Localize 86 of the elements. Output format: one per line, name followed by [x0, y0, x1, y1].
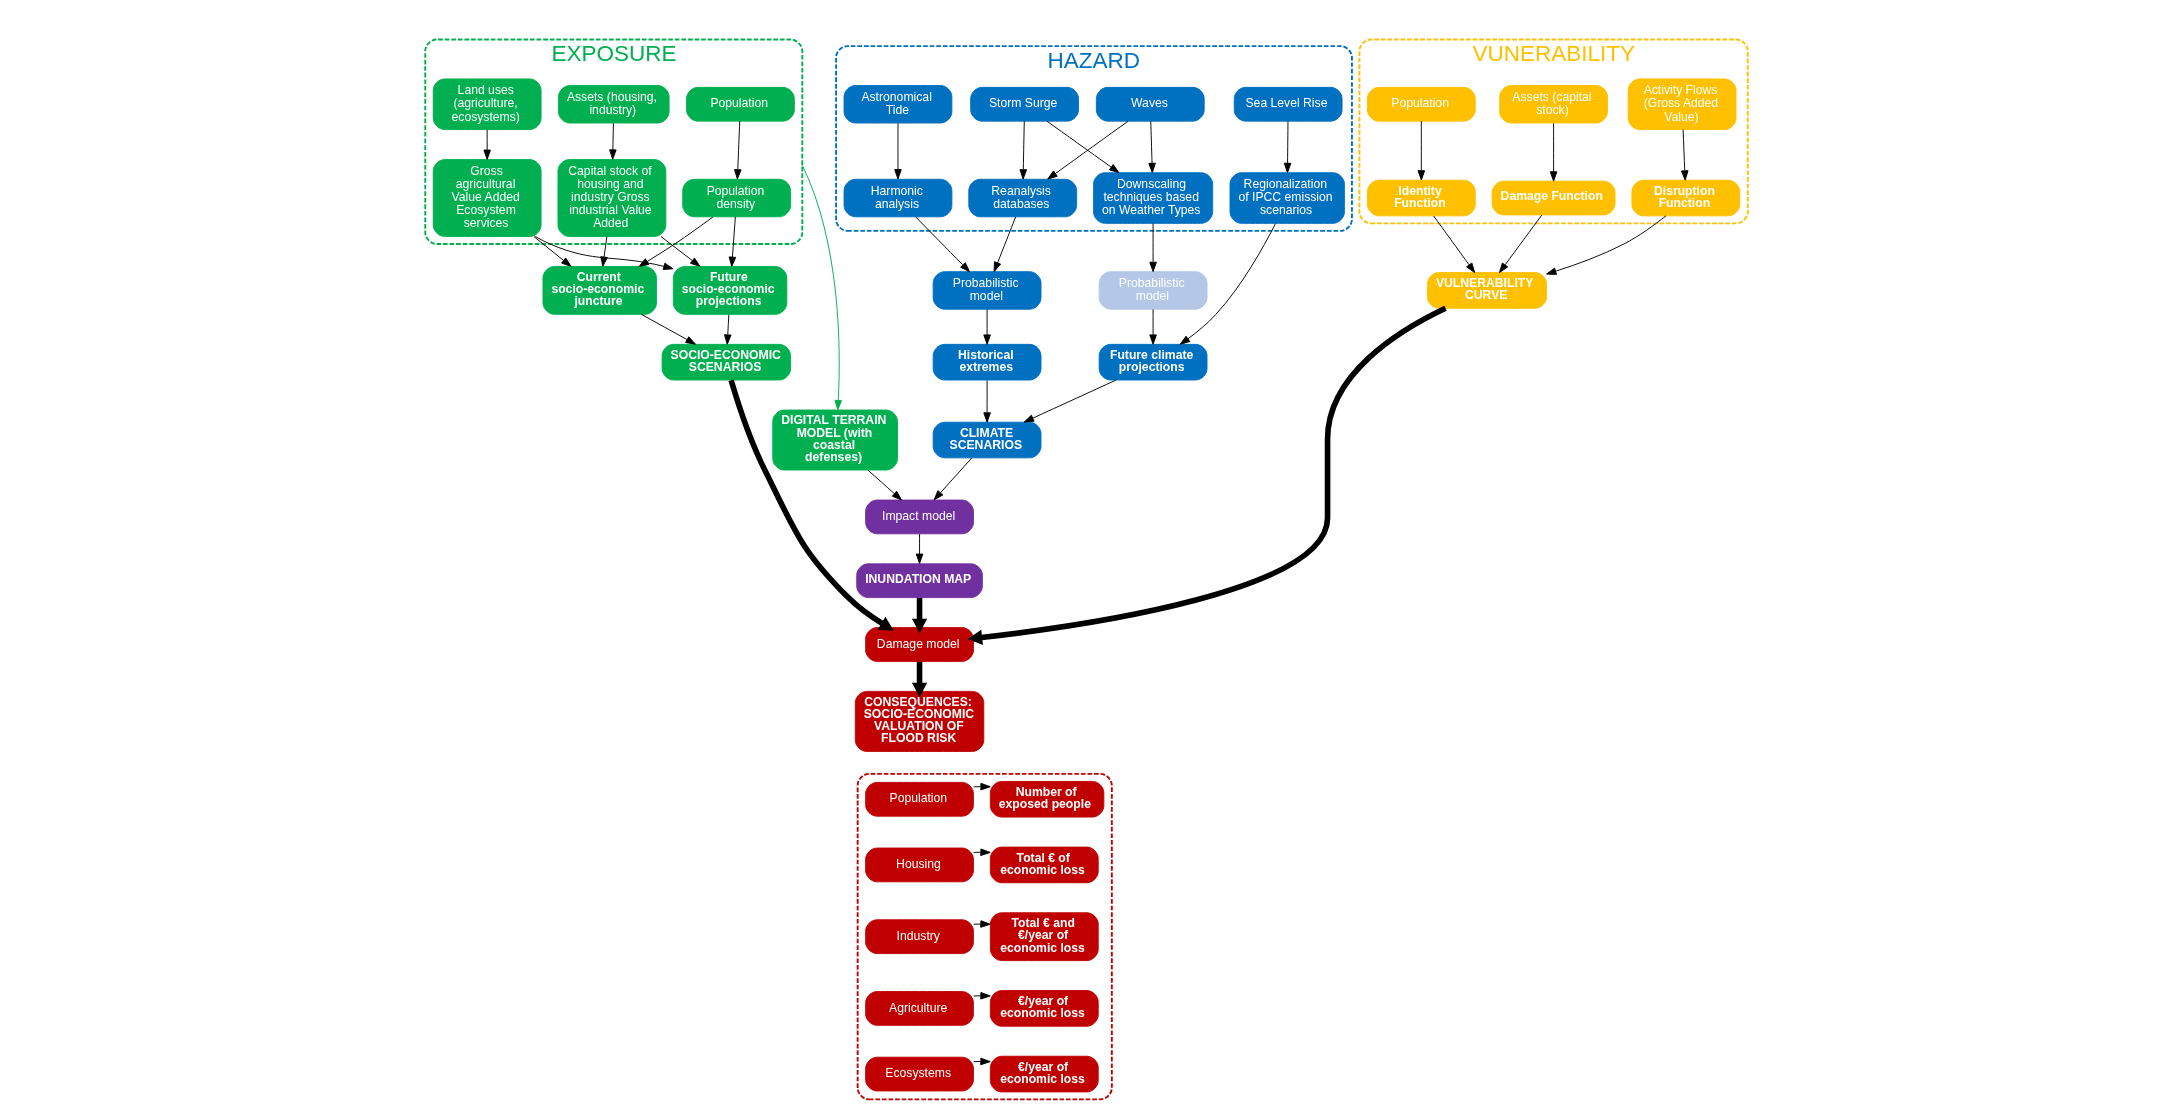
arrow	[982, 379, 991, 423]
arrow	[1417, 120, 1425, 181]
node-box: Activity Flows (Gross Added Value)	[1627, 78, 1736, 131]
node-box: VULNERABILITY CURVE	[1426, 272, 1547, 309]
arrow	[915, 533, 923, 564]
node-box: INUNDATION MAP	[855, 563, 983, 599]
arrow	[1019, 120, 1027, 180]
arrow	[914, 216, 970, 273]
arrow	[640, 313, 696, 345]
node-box: Probabilistic model	[1098, 271, 1207, 310]
node-box: Current socio-economic juncture	[542, 266, 657, 315]
node-box: Waves	[1095, 86, 1205, 122]
node-box: Assets (housing, industry)	[557, 85, 670, 124]
node-box: Sea Level Rise	[1233, 86, 1343, 122]
node-box: DIGITAL TERRAIN MODEL (with coastal defenses)	[771, 409, 898, 471]
arrow	[982, 308, 991, 345]
arrow	[1549, 122, 1557, 182]
arrow	[867, 469, 902, 501]
node-box: Total € of economic loss	[989, 846, 1099, 884]
arrow	[727, 379, 894, 631]
node-box: Assets (capital stock)	[1498, 85, 1608, 124]
node-box: Land uses (agriculture, ecosystems)	[432, 78, 542, 131]
node-box: Damage Function	[1491, 180, 1615, 216]
node-box: Storm Surge	[969, 86, 1079, 122]
node-box: Harmonic analysis	[843, 178, 952, 218]
arrow	[728, 216, 736, 267]
arrow	[1148, 308, 1157, 345]
arrow	[1680, 129, 1688, 181]
arrow	[893, 122, 902, 180]
arrow	[638, 216, 713, 267]
arrow	[1046, 120, 1129, 180]
node-box: Downscaling techniques based on Weather Types	[1092, 172, 1213, 224]
node-box: Population	[685, 86, 795, 122]
arrow	[933, 457, 972, 501]
node-box: Probabilistic model	[932, 271, 1041, 310]
arrow	[972, 992, 991, 1000]
arrow	[1046, 120, 1119, 174]
node-box: Identity Function	[1366, 179, 1476, 217]
node-box: €/year of economic loss	[989, 990, 1099, 1027]
node-box: Future climate projections	[1098, 343, 1207, 381]
cluster	[856, 773, 1113, 1101]
node-box: Population	[864, 781, 974, 817]
node-box: Impact model	[864, 499, 974, 535]
arrow	[1545, 215, 1666, 275]
arrow	[1179, 223, 1276, 345]
node-box: Housing	[864, 847, 974, 883]
node-box: Number of exposed people	[989, 780, 1104, 818]
node-box: Ecosystems	[864, 1056, 974, 1092]
arrow	[599, 236, 608, 267]
node-box: CONSEQUENCES: SOCIO-ECONOMIC VALUATION OF FLOOD RISK	[854, 690, 984, 752]
arrow	[660, 236, 700, 267]
arrow	[733, 120, 741, 180]
arrow	[1147, 120, 1156, 174]
node-box: Historical extremes	[932, 343, 1041, 381]
arrow	[532, 236, 571, 267]
arrow	[911, 597, 927, 634]
node-box: Disruption Function	[1630, 179, 1740, 217]
arrow	[1148, 223, 1157, 273]
node-box: Agriculture	[864, 991, 974, 1026]
node-box: Total € and €/year of economic loss	[989, 912, 1099, 962]
node-box: CLIMATE SCENARIOS	[932, 421, 1041, 459]
arrow	[1023, 379, 1116, 423]
arrow	[723, 314, 731, 345]
node-box: Population	[1366, 86, 1476, 122]
arrow	[482, 129, 491, 160]
arrow	[911, 661, 927, 698]
node-box: Future socio-economic projections	[672, 266, 787, 315]
arrow	[993, 216, 1016, 273]
node-box: Reanalysis databases	[967, 178, 1077, 218]
node-box: SOCIO-ECONOMIC SCENARIOS	[661, 343, 791, 381]
node-box: Capital stock of housing and industry Gross industrial Value Added	[557, 159, 666, 237]
node-box: Astronomical Tide	[843, 85, 952, 124]
arrow	[1498, 214, 1542, 273]
node-box: Industry	[864, 919, 974, 954]
node-box: €/year of economic loss	[989, 1055, 1099, 1093]
arrow	[801, 164, 842, 411]
arrow	[608, 122, 617, 160]
node-box: Population density	[681, 178, 791, 218]
arrow	[1432, 215, 1475, 273]
node-box: Damage model	[864, 627, 974, 662]
node-box: Regionalization of IPCC emission scenarios	[1229, 172, 1345, 224]
arrow	[534, 236, 674, 270]
arrow	[1283, 120, 1291, 174]
arrow	[972, 920, 991, 928]
node-box: Gross agricultural Value Added Ecosystem services	[432, 159, 542, 237]
arrow	[967, 305, 1447, 645]
